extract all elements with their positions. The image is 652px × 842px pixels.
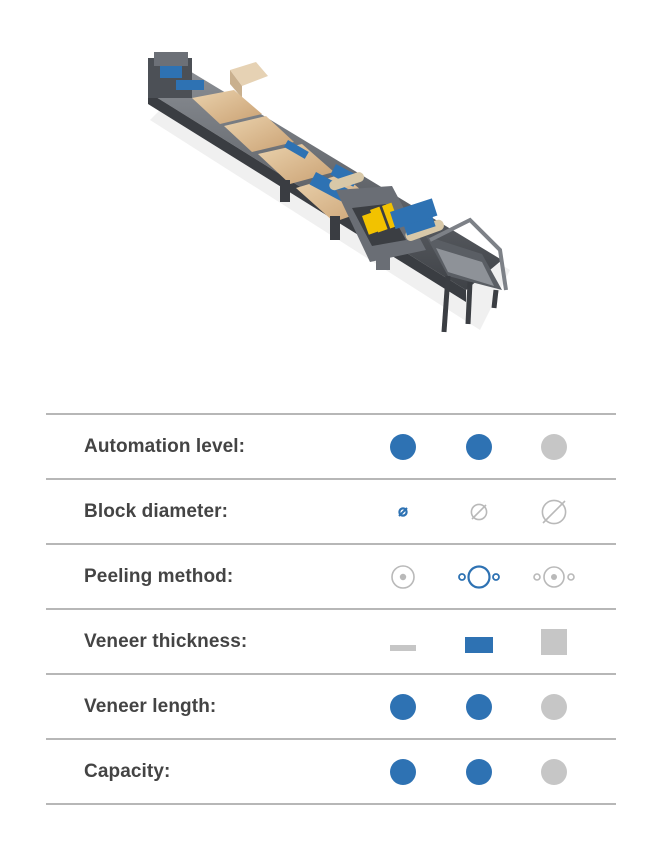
- spec-table: Automation level: Block diameter: Pee: [46, 413, 616, 805]
- diameter-large-icon: [541, 499, 567, 524]
- diameter-small-icon: [398, 506, 408, 517]
- spec-row-capacity: Capacity:: [46, 738, 616, 805]
- level-dot-active: [390, 433, 416, 460]
- peeling-spindleless-icon: [458, 564, 500, 589]
- veneer-line-illustration: [148, 52, 510, 333]
- diameter-medium-icon: [470, 503, 488, 520]
- spec-label: Veneer thickness:: [84, 631, 248, 652]
- spec-label: Capacity:: [84, 761, 171, 782]
- spec-row-peeling-method: Peeling method:: [46, 543, 616, 608]
- spec-row-veneer-thickness: Veneer thickness:: [46, 608, 616, 673]
- thickness-thin-icon: [390, 644, 416, 651]
- thickness-medium-icon: [465, 636, 493, 653]
- peeling-spindle-icon: [533, 565, 575, 588]
- spec-label: Veneer length:: [84, 696, 217, 717]
- level-dot-active: [466, 758, 492, 785]
- level-dot-active: [390, 758, 416, 785]
- peeling-center-icon: [391, 564, 415, 589]
- level-dot-inactive: [541, 693, 567, 720]
- spec-label: Peeling method:: [84, 566, 234, 587]
- level-dot-active: [466, 693, 492, 720]
- level-dot-inactive: [541, 758, 567, 785]
- level-dot-active: [390, 693, 416, 720]
- spec-row-block-diameter: Block diameter:: [46, 478, 616, 543]
- level-dot-active: [466, 433, 492, 460]
- level-dot-inactive: [541, 433, 567, 460]
- spec-label: Automation level:: [84, 436, 246, 457]
- spec-label: Block diameter:: [84, 501, 229, 522]
- thickness-thick-icon: [541, 628, 567, 655]
- spec-row-automation-level: Automation level:: [46, 413, 616, 478]
- spec-row-veneer-length: Veneer length:: [46, 673, 616, 738]
